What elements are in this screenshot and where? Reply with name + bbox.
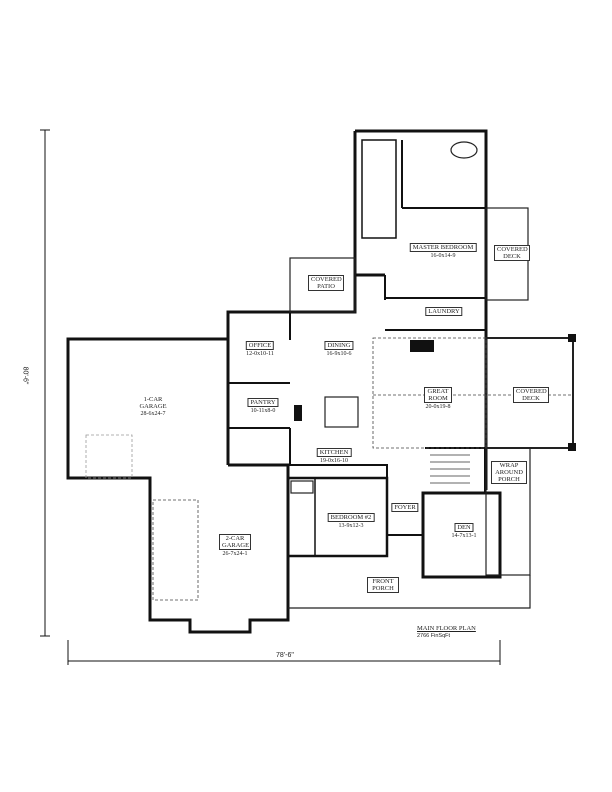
room-label-foyer: FOYER bbox=[391, 503, 419, 512]
kitchen-island bbox=[324, 396, 359, 428]
wall-master-left bbox=[353, 131, 385, 277]
overall-width-label: 78'-6" bbox=[274, 652, 296, 659]
room-label-covered-deck: COVERED DECK bbox=[513, 387, 549, 403]
room-label-wrap-around-porch: WRAP AROUND PORCH bbox=[491, 461, 527, 484]
wall-garage bbox=[66, 337, 290, 634]
bedroom-2-tub bbox=[290, 480, 314, 494]
room-label-covered-deck-upper: COVERED DECK bbox=[494, 245, 530, 261]
wall-den bbox=[421, 491, 502, 579]
room-label-front-porch: FRONT PORCH bbox=[367, 577, 399, 593]
wall-office-pantry bbox=[228, 312, 291, 465]
room-label-laundry: LAUNDRY bbox=[425, 307, 463, 316]
room-label-covered-patio: COVERED PATIO bbox=[308, 275, 344, 291]
plan-title-block: MAIN FLOOR PLAN 2766 FinSqFt bbox=[417, 625, 476, 639]
front-porch-outline bbox=[288, 575, 531, 609]
wall-master-suite bbox=[355, 129, 488, 338]
plan-area: 2766 FinSqFt bbox=[417, 633, 451, 639]
wall-patio bbox=[226, 275, 357, 465]
covered-patio-outline bbox=[289, 257, 356, 313]
great-room-ceiling-outline bbox=[372, 337, 487, 449]
master-tub bbox=[450, 141, 478, 159]
wrap-porch-outline bbox=[485, 447, 531, 576]
plan-title: MAIN FLOOR PLAN bbox=[417, 625, 476, 632]
two-car-garage-door bbox=[152, 499, 199, 601]
wall-kitchen-back bbox=[288, 464, 388, 478]
bath-tub-closet bbox=[361, 139, 397, 239]
wall-bedroom-2 bbox=[288, 476, 389, 558]
wall-master-inner bbox=[384, 140, 486, 300]
overall-depth-label: 80'-6" bbox=[21, 366, 29, 385]
one-car-garage-door bbox=[85, 434, 133, 479]
